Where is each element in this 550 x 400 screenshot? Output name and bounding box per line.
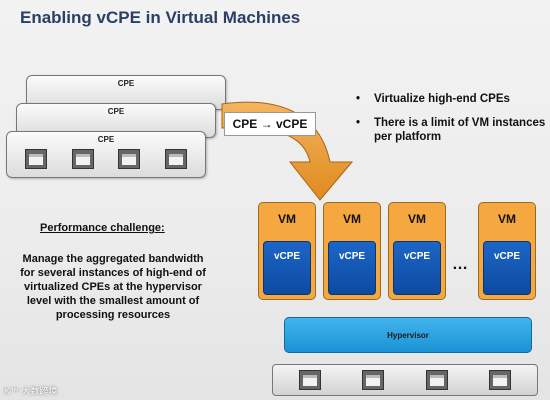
vm-block: VM vCPE	[478, 202, 536, 300]
hardware-port-strip	[272, 364, 538, 396]
watermark: K™ 大数跨境	[4, 386, 58, 396]
ethernet-port-icon	[299, 370, 321, 390]
more-vms-ellipsis: …	[452, 256, 470, 273]
slide-title: Enabling vCPE in Virtual Machines	[20, 8, 301, 27]
hardware-port-row	[299, 370, 511, 392]
vm-label: VM	[498, 212, 516, 226]
cpe-box-front: CPE	[6, 131, 206, 178]
vcpe-block: vCPE	[393, 241, 441, 295]
vm-label: VM	[408, 212, 426, 226]
vm-block: VM vCPE	[258, 202, 316, 300]
cpe-label: CPE	[107, 107, 125, 116]
vm-block: VM vCPE	[323, 202, 381, 300]
cpe-label: CPE	[97, 135, 115, 144]
bullet-text: There is a limit of VM instances per pla…	[374, 117, 546, 143]
bullet-list: •Virtualize high-end CPEs •There is a li…	[356, 92, 546, 154]
vcpe-block: vCPE	[263, 241, 311, 295]
vm-label: VM	[343, 212, 361, 226]
ethernet-port-icon	[25, 149, 47, 169]
bullet-item: •Virtualize high-end CPEs	[356, 93, 510, 105]
ethernet-port-icon	[164, 149, 187, 169]
cpe-label: CPE	[117, 79, 135, 88]
performance-challenge-title: Performance challenge:	[40, 222, 165, 234]
vm-label: VM	[278, 212, 296, 226]
curved-arrow-icon	[221, 101, 354, 201]
vcpe-block: vCPE	[483, 241, 531, 295]
ethernet-port-icon	[488, 370, 511, 390]
vm-block: VM vCPE	[388, 202, 446, 300]
cpe-port-row	[25, 149, 187, 171]
ethernet-port-icon	[71, 149, 94, 169]
ethernet-port-icon	[362, 370, 385, 390]
hypervisor-bar: Hypervisor	[284, 317, 532, 353]
vcpe-block: vCPE	[328, 241, 376, 295]
bullet-text: Virtualize high-end CPEs	[374, 93, 510, 105]
bullet-item: •There is a limit of VM instances per pl…	[356, 117, 546, 143]
performance-challenge-body: Manage the aggregated bandwidth for seve…	[20, 253, 206, 321]
cpe-to-vcpe-label: CPE → vCPE	[224, 112, 316, 136]
ethernet-port-icon	[118, 149, 141, 169]
ethernet-port-icon	[425, 370, 448, 390]
